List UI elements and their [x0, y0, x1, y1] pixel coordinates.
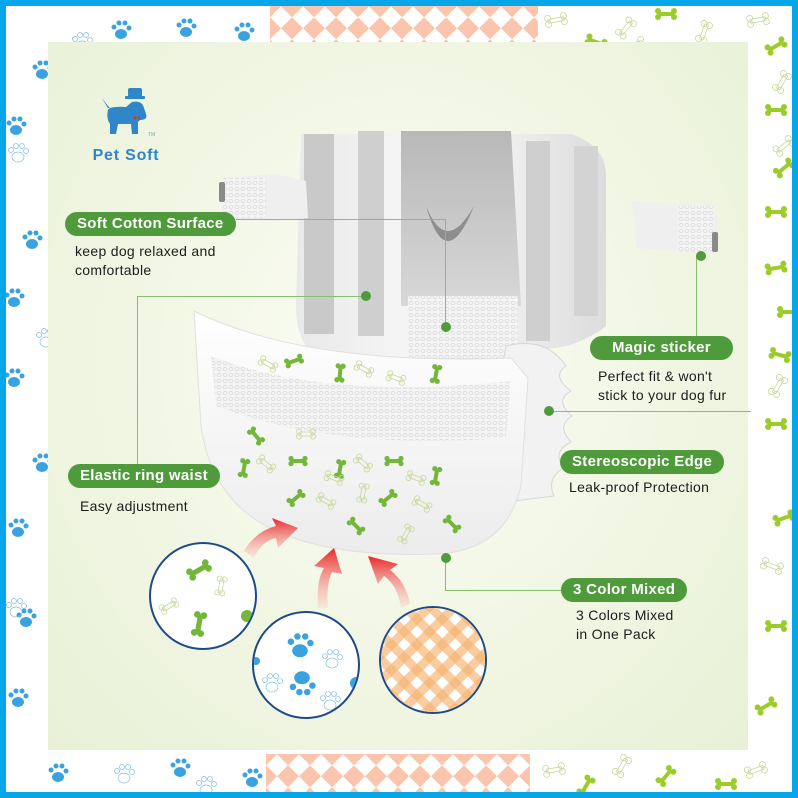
feature-desc-soft-cotton: keep dog relaxed and comfortable [75, 243, 216, 278]
leader-line-color-mixed-vertical [445, 558, 446, 590]
feature-title-color-mixed: 3 Color Mixed [561, 578, 688, 602]
paw-icon [254, 633, 358, 711]
swatch-blue-paws [252, 611, 360, 719]
leader-line-elastic-waist [137, 296, 367, 297]
feature-desc-color-mixed: 3 Colors Mixed in One Pack [576, 607, 674, 642]
trademark-mark: TM [148, 132, 156, 138]
feature-desc-stereoscopic: Leak-proof Protection [569, 479, 710, 495]
feature-desc-magic-sticker: Perfect fit & won't stick to your dog fu… [598, 368, 727, 403]
feature-title-stereoscopic: Stereoscopic Edge [560, 450, 725, 474]
marker-dot-magic-sticker [696, 251, 706, 261]
marker-dot-elastic-waist [361, 291, 371, 301]
leader-line-color-mixed [445, 590, 563, 591]
gingham-border-top [270, 6, 538, 46]
swatch-orange-gingham [379, 606, 487, 714]
leader-line-soft-cotton [236, 219, 446, 220]
brand-name: Pet Soft [92, 147, 160, 164]
feature-title-elastic-waist: Elastic ring waist [68, 464, 220, 488]
leader-line-stereoscopic [551, 411, 751, 412]
gingham-pattern [381, 608, 485, 712]
leader-line-magic-sticker [696, 256, 697, 336]
swatch-green-bones [149, 542, 257, 650]
leader-line-elastic-waist-vertical [137, 296, 138, 466]
feature-title-soft-cotton: Soft Cotton Surface [65, 212, 236, 236]
schnauzer-dog-icon [102, 88, 147, 134]
marker-dot-color-mixed [441, 553, 451, 563]
feature-desc-elastic-waist: Easy adjustment [80, 498, 188, 514]
brand-logo: Pet Soft [91, 88, 161, 165]
gingham-border-bottom [266, 754, 530, 792]
leader-line-soft-cotton-vertical [445, 219, 446, 327]
marker-dot-soft-cotton [441, 322, 451, 332]
feature-title-magic-sticker: Magic sticker [590, 336, 733, 360]
bone-icon [157, 558, 253, 638]
marker-dot-stereoscopic [544, 406, 554, 416]
